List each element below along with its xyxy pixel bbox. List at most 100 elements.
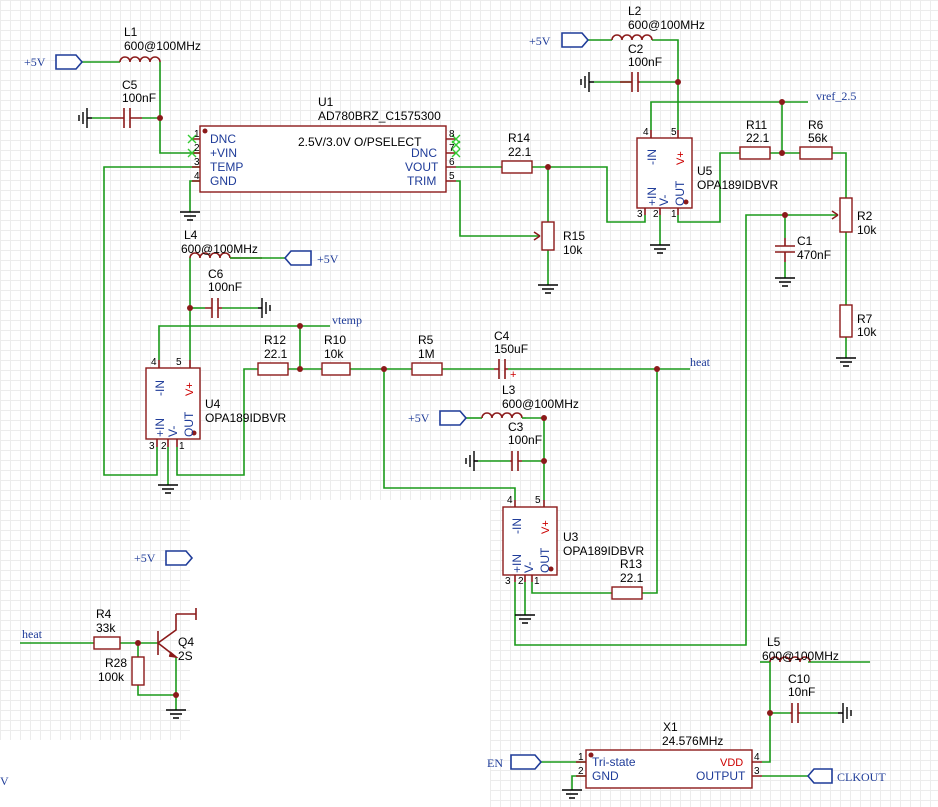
svg-text:2: 2 bbox=[194, 143, 200, 154]
capacitor-c4[interactable]: + C4 150uF bbox=[494, 329, 528, 381]
svg-text:3: 3 bbox=[505, 576, 511, 587]
svg-text:2: 2 bbox=[518, 576, 524, 587]
resistor-r6[interactable]: R6 56k bbox=[799, 118, 833, 160]
svg-text:OUT: OUT bbox=[182, 411, 196, 437]
svg-text:10nF: 10nF bbox=[788, 685, 815, 699]
svg-text:VDD: VDD bbox=[720, 757, 743, 769]
resistor-r28[interactable]: R28 100k bbox=[98, 656, 145, 686]
opamp-u3[interactable]: 4 5 3 2 1 -IN V+ +IN V- OUT U3 OPA189IDB… bbox=[502, 495, 644, 587]
capacitor-c10[interactable]: C10 10nF bbox=[788, 672, 815, 723]
svg-text:100nF: 100nF bbox=[628, 55, 662, 69]
svg-text:R6: R6 bbox=[808, 118, 824, 132]
svg-text:AD780BRZ_C1575300: AD780BRZ_C1575300 bbox=[318, 109, 441, 123]
svg-text:22.1: 22.1 bbox=[620, 571, 644, 585]
svg-text:6: 6 bbox=[449, 157, 455, 168]
svg-text:TEMP: TEMP bbox=[210, 160, 243, 174]
p5v-label: +5V bbox=[24, 55, 46, 69]
resistor-r7[interactable]: R7 10k bbox=[839, 304, 877, 339]
svg-text:4: 4 bbox=[754, 752, 760, 763]
p5v-label: +5V bbox=[408, 411, 430, 425]
resistor-r5[interactable]: R5 1M bbox=[411, 333, 443, 376]
opamp-u5[interactable]: 4 5 3 2 1 -IN V+ +IN V- OUT U5 OPA189IDB… bbox=[636, 127, 778, 220]
svg-text:U3: U3 bbox=[563, 530, 579, 544]
clkout-flag[interactable]: CLKOUT bbox=[806, 768, 886, 784]
transistor-q4[interactable]: Q4 2S bbox=[157, 608, 197, 663]
svg-text:1M: 1M bbox=[418, 347, 435, 361]
svg-text:R10: R10 bbox=[324, 333, 346, 347]
svg-text:OPA189IDBVR: OPA189IDBVR bbox=[563, 544, 644, 558]
p5v-flag-l4[interactable]: +5V bbox=[283, 250, 339, 266]
capacitor-c2[interactable]: C2 100nF bbox=[620, 42, 662, 92]
vtemp-net-label: vtemp bbox=[332, 313, 362, 327]
capacitor-c6[interactable]: C6 100nF bbox=[205, 267, 242, 318]
capacitor-c3[interactable]: C3 100nF bbox=[508, 420, 542, 471]
svg-text:8: 8 bbox=[449, 129, 455, 140]
resistor-r15[interactable]: R15 10k bbox=[533, 221, 585, 257]
svg-text:R4: R4 bbox=[96, 607, 112, 621]
svg-text:V-: V- bbox=[657, 195, 671, 206]
resistor-r2[interactable]: R2 10k bbox=[831, 197, 877, 237]
stray-v-label: V bbox=[0, 774, 9, 788]
oscillator-x1[interactable]: 1 2 4 3 Tri-state GND VDD OUTPUT X1 24.5… bbox=[576, 720, 762, 789]
svg-text:C5: C5 bbox=[122, 78, 138, 92]
opamp-u4[interactable]: 4 5 3 2 1 -IN V+ +IN V- OUT U4 OPA189IDB… bbox=[145, 357, 286, 452]
en-flag[interactable]: EN bbox=[487, 754, 543, 770]
svg-text:R2: R2 bbox=[857, 209, 873, 223]
svg-text:OUTPUT: OUTPUT bbox=[696, 769, 746, 783]
p5v-label: +5V bbox=[529, 34, 551, 48]
svg-text:10k: 10k bbox=[857, 223, 877, 237]
inductor-l1[interactable]: L1 600@100MHz bbox=[119, 25, 201, 63]
inductor-l5[interactable]: L5 600@100MHz bbox=[762, 635, 839, 663]
p5v-flag-q4[interactable]: +5V bbox=[134, 550, 194, 566]
svg-text:3: 3 bbox=[194, 157, 200, 168]
blank-region bbox=[0, 740, 190, 807]
ic-u1[interactable]: U1 AD780BRZ_C1575300 2.5V/3.0V O/PSELECT… bbox=[187, 95, 461, 193]
resistor-r13[interactable]: R13 22.1 bbox=[611, 557, 644, 600]
svg-text:-IN: -IN bbox=[153, 380, 167, 396]
svg-text:22.1: 22.1 bbox=[264, 347, 288, 361]
svg-text:5: 5 bbox=[449, 171, 455, 182]
svg-text:R28: R28 bbox=[105, 656, 127, 670]
svg-text:100k: 100k bbox=[98, 670, 125, 684]
svg-text:2: 2 bbox=[578, 766, 584, 777]
en-label: EN bbox=[487, 756, 503, 770]
resistor-r12[interactable]: R12 22.1 bbox=[257, 333, 289, 376]
svg-text:150uF: 150uF bbox=[494, 342, 528, 356]
svg-text:+IN: +IN bbox=[510, 554, 524, 573]
svg-text:+VIN: +VIN bbox=[210, 146, 237, 160]
inductor-l4[interactable]: L4 600@100MHz bbox=[181, 228, 262, 259]
svg-text:1: 1 bbox=[578, 752, 584, 763]
svg-text:C10: C10 bbox=[788, 672, 810, 686]
p5v-label: +5V bbox=[317, 252, 339, 266]
svg-text:5: 5 bbox=[535, 495, 541, 506]
svg-text:10k: 10k bbox=[324, 347, 344, 361]
p5v-flag-l2[interactable]: +5V bbox=[529, 32, 590, 48]
svg-text:24.576MHz: 24.576MHz bbox=[662, 734, 723, 748]
svg-text:C3: C3 bbox=[508, 420, 524, 434]
svg-text:U5: U5 bbox=[697, 164, 713, 178]
resistor-r10[interactable]: R10 10k bbox=[321, 333, 351, 376]
resistor-r4[interactable]: R4 33k bbox=[93, 607, 121, 650]
svg-text:DNC: DNC bbox=[210, 132, 236, 146]
svg-text:600@100MHz: 600@100MHz bbox=[181, 242, 258, 256]
inductor-l2[interactable]: L2 600@100MHz bbox=[611, 4, 705, 41]
resistor-r11[interactable]: R11 22.1 bbox=[739, 118, 771, 160]
svg-text:3: 3 bbox=[754, 766, 760, 777]
ground-symbols bbox=[78, 72, 856, 799]
svg-text:600@100MHz: 600@100MHz bbox=[762, 649, 839, 663]
p5v-flag-l1[interactable]: +5V bbox=[24, 54, 84, 70]
svg-text:OPA189IDBVR: OPA189IDBVR bbox=[697, 178, 778, 192]
svg-text:V-: V- bbox=[522, 562, 536, 573]
inductor-l3[interactable]: L3 600@100MHz bbox=[481, 383, 579, 419]
svg-text:1: 1 bbox=[179, 441, 185, 452]
svg-text:C6: C6 bbox=[208, 267, 224, 281]
svg-text:GND: GND bbox=[210, 174, 237, 188]
resistor-r14[interactable]: R14 22.1 bbox=[501, 131, 533, 174]
capacitor-c1[interactable]: C1 470nF bbox=[775, 234, 831, 262]
svg-text:L3: L3 bbox=[502, 383, 516, 397]
capacitor-c5[interactable]: C5 100nF bbox=[110, 78, 156, 128]
svg-text:L2: L2 bbox=[628, 4, 642, 18]
p5v-flag-l3[interactable]: +5V bbox=[408, 410, 468, 426]
